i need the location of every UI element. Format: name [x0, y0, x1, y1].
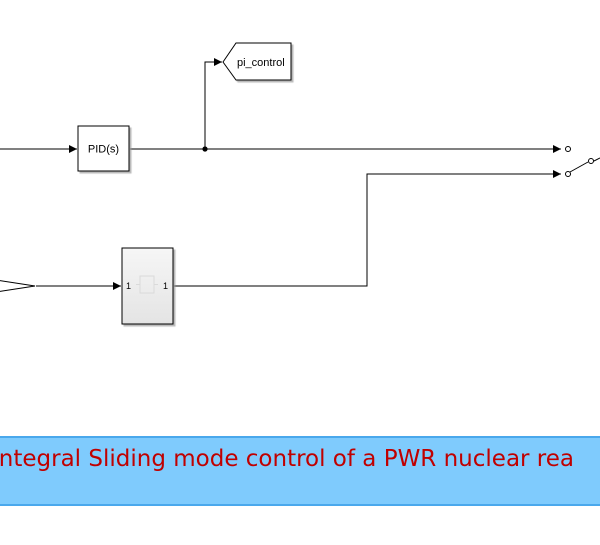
- banner-title: Integral Sliding mode control of a PWR n…: [0, 446, 574, 472]
- goto-block[interactable]: pi_control: [222, 42, 292, 81]
- pid-controller-label: PID(s): [88, 144, 119, 156]
- goto-tag-label: pi_control: [237, 57, 285, 69]
- switch-lever: [569, 161, 589, 173]
- switch-input-terminal-lower: [565, 171, 571, 177]
- manual-switch-block[interactable]: [565, 146, 600, 177]
- pid-controller-block[interactable]: PID(s): [77, 125, 130, 172]
- subsystem-block[interactable]: 1 1: [121, 247, 174, 325]
- switch-output-stub: [593, 157, 600, 162]
- switch-pivot: [588, 158, 594, 164]
- branch-point: [202, 146, 208, 152]
- subsystem-output-port-label: 1: [163, 281, 168, 291]
- subsystem-icon: [136, 275, 158, 294]
- signal-line-branch-to-goto[interactable]: [204, 58, 222, 149]
- signal-line-subsystem-to-switch[interactable]: [174, 170, 561, 287]
- subsystem-input-port-label: 1: [126, 281, 131, 291]
- signal-lines: [0, 58, 561, 290]
- title-banner: Integral Sliding mode control of a PWR n…: [0, 436, 600, 506]
- switch-input-terminal-upper: [565, 146, 571, 152]
- gain-block[interactable]: [0, 276, 36, 296]
